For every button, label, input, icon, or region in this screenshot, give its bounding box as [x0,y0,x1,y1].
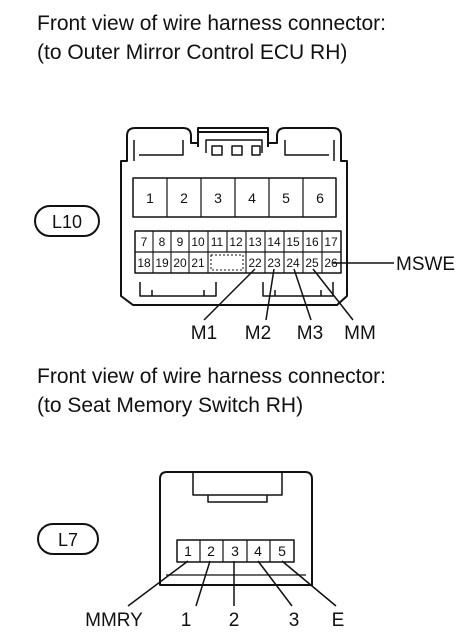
signal-label-2: 2 [229,610,240,631]
l10-housing [120,127,348,306]
pin-label: 1 [184,543,192,559]
pin-label: 15 [286,235,300,249]
pin-label: 3 [214,190,222,206]
l10-top-row-pins: 1 2 3 4 5 6 [146,190,324,206]
l7-id-oval [37,523,99,555]
l10-bottom-row-pins: 18 19 20 21 22 23 24 25 26 [137,256,338,270]
pin-label: 5 [278,543,286,559]
l7-housing [159,471,313,586]
pin-label: 25 [305,256,319,270]
pin-label: 21 [191,256,205,270]
signal-label-e: E [332,610,345,631]
pin-label: 6 [316,190,324,206]
l7-pin-frame [176,539,295,563]
caption-l7-line2: (to Seat Memory Switch RH) [37,394,304,417]
l7-leader-lines [127,560,337,607]
pin-label: 12 [229,235,243,249]
l10-latch-slot-right [251,145,261,156]
l10-latch-outer [197,131,269,147]
pin-label: 17 [324,235,338,249]
caption-l7-line1: Front view of wire harness connector: [37,365,386,388]
signal-label-m1: M1 [191,323,217,344]
pin-label: 7 [141,235,148,249]
l10-latch-slot-mid [231,145,243,156]
l10-latch-inner [205,139,263,153]
caption-l10-line2: (to Outer Mirror Control ECU RH) [37,41,348,64]
pin-label: 4 [248,190,256,206]
l10-leader-lines [203,262,394,321]
l10-left-tab [133,140,184,161]
l7-pins: 1 2 3 4 5 [184,543,286,559]
pin-label: 16 [305,235,319,249]
pin-label: 14 [267,235,281,249]
signal-label-3: 3 [289,610,300,631]
pin-label: 18 [137,256,151,270]
l10-right-tab [284,140,335,161]
l10-latch-slot-left [211,145,223,156]
pin-label: 10 [191,235,205,249]
pin-label: 4 [254,543,262,559]
pin-label: 8 [159,235,166,249]
l10-bottom-right-key [262,282,334,297]
l10-empty-cavity [210,254,244,271]
signal-label-m3: M3 [297,323,323,344]
pin-label: 13 [248,235,262,249]
pin-label: 19 [155,256,169,270]
pin-label: 23 [267,256,281,270]
pin-label: 2 [180,190,188,206]
pin-label: 26 [324,256,338,270]
pin-label: 2 [207,543,215,559]
pin-label: 3 [231,543,239,559]
l7-latch [192,472,283,503]
l7-connector-id: L7 [58,530,78,550]
signal-label-mm: MM [344,323,376,344]
l10-mid-row-pins: 7 8 9 10 11 12 13 14 15 16 17 [141,235,338,249]
pin-label: 1 [146,190,154,206]
pin-label: 24 [286,256,300,270]
pin-label: 20 [173,256,187,270]
l7-signal-labels: MMRY 1 2 3 E [85,610,344,631]
l10-connector-id: L10 [52,212,82,232]
pin-label: 11 [211,235,224,249]
caption-l10-line1: Front view of wire harness connector: [37,12,386,35]
signal-label-1: 1 [181,610,192,631]
signal-label-mmry: MMRY [85,610,143,631]
pin-label: 9 [177,235,184,249]
pin-label: 22 [248,256,262,270]
l10-id-oval [34,205,100,237]
signal-label-m2: M2 [245,323,271,344]
l10-bottom-left-key [139,282,217,297]
l10-signal-labels: M1 M2 M3 MM [191,323,376,344]
signal-label-mswe: MSWE [396,254,455,275]
pin-label: 5 [282,190,290,206]
